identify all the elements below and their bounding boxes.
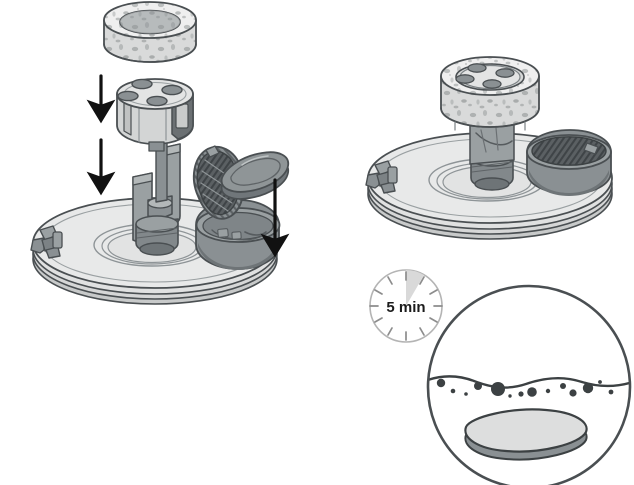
motor-cylinder — [116, 78, 194, 152]
assembled-speckled-ring — [440, 56, 540, 131]
timer-label: 5 min — [386, 299, 425, 316]
panel-detail-circle — [426, 284, 632, 485]
assembled-stem-hub — [469, 120, 515, 191]
assembly-arrows — [86, 74, 290, 258]
submerged-pad — [464, 408, 588, 461]
oval-cover[interactable] — [220, 151, 290, 200]
bubbles — [436, 378, 614, 398]
assembled-mesh-cup — [526, 129, 612, 196]
panel-assembled-unit — [365, 56, 613, 240]
side-clip — [30, 225, 63, 259]
panel-exploded-assembly — [30, 1, 290, 305]
speckled-ring — [103, 1, 197, 63]
timer-badge: 5 min — [369, 269, 443, 343]
timer-wedge — [406, 270, 424, 306]
timer-ticks — [369, 271, 443, 341]
assembled-side-clip — [365, 160, 398, 194]
detail-circle-border — [426, 284, 632, 485]
